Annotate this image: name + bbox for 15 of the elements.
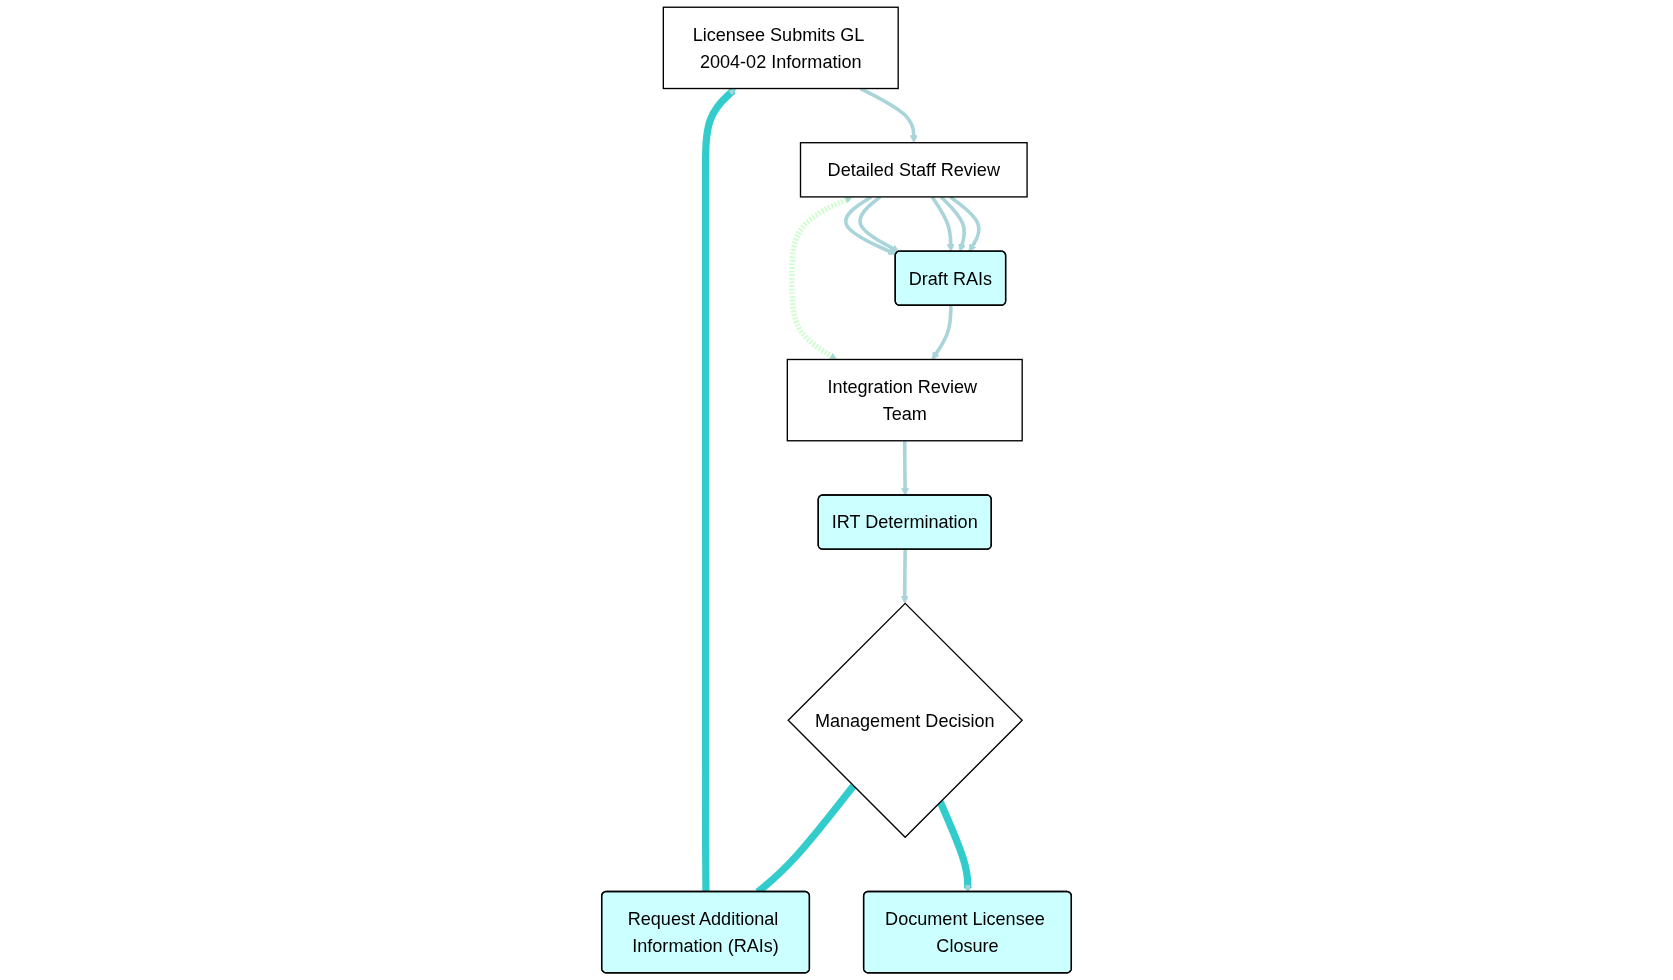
arrow xyxy=(900,549,909,604)
arrow xyxy=(930,195,955,252)
arrow xyxy=(844,195,897,255)
node-box: Integration Review Team xyxy=(786,358,1023,442)
arrow xyxy=(931,305,953,360)
arrow xyxy=(939,195,967,252)
node-box: Detailed Staff Review xyxy=(799,142,1028,198)
node-box: Licensee Submits GL 2004-02 Information xyxy=(662,6,899,90)
arrow xyxy=(858,195,900,253)
arrow xyxy=(701,88,736,892)
arrow xyxy=(789,195,853,360)
arrow xyxy=(936,800,972,893)
arrow xyxy=(901,440,910,496)
node-diamond: Management Decision xyxy=(787,602,1024,839)
arrow xyxy=(949,195,981,252)
